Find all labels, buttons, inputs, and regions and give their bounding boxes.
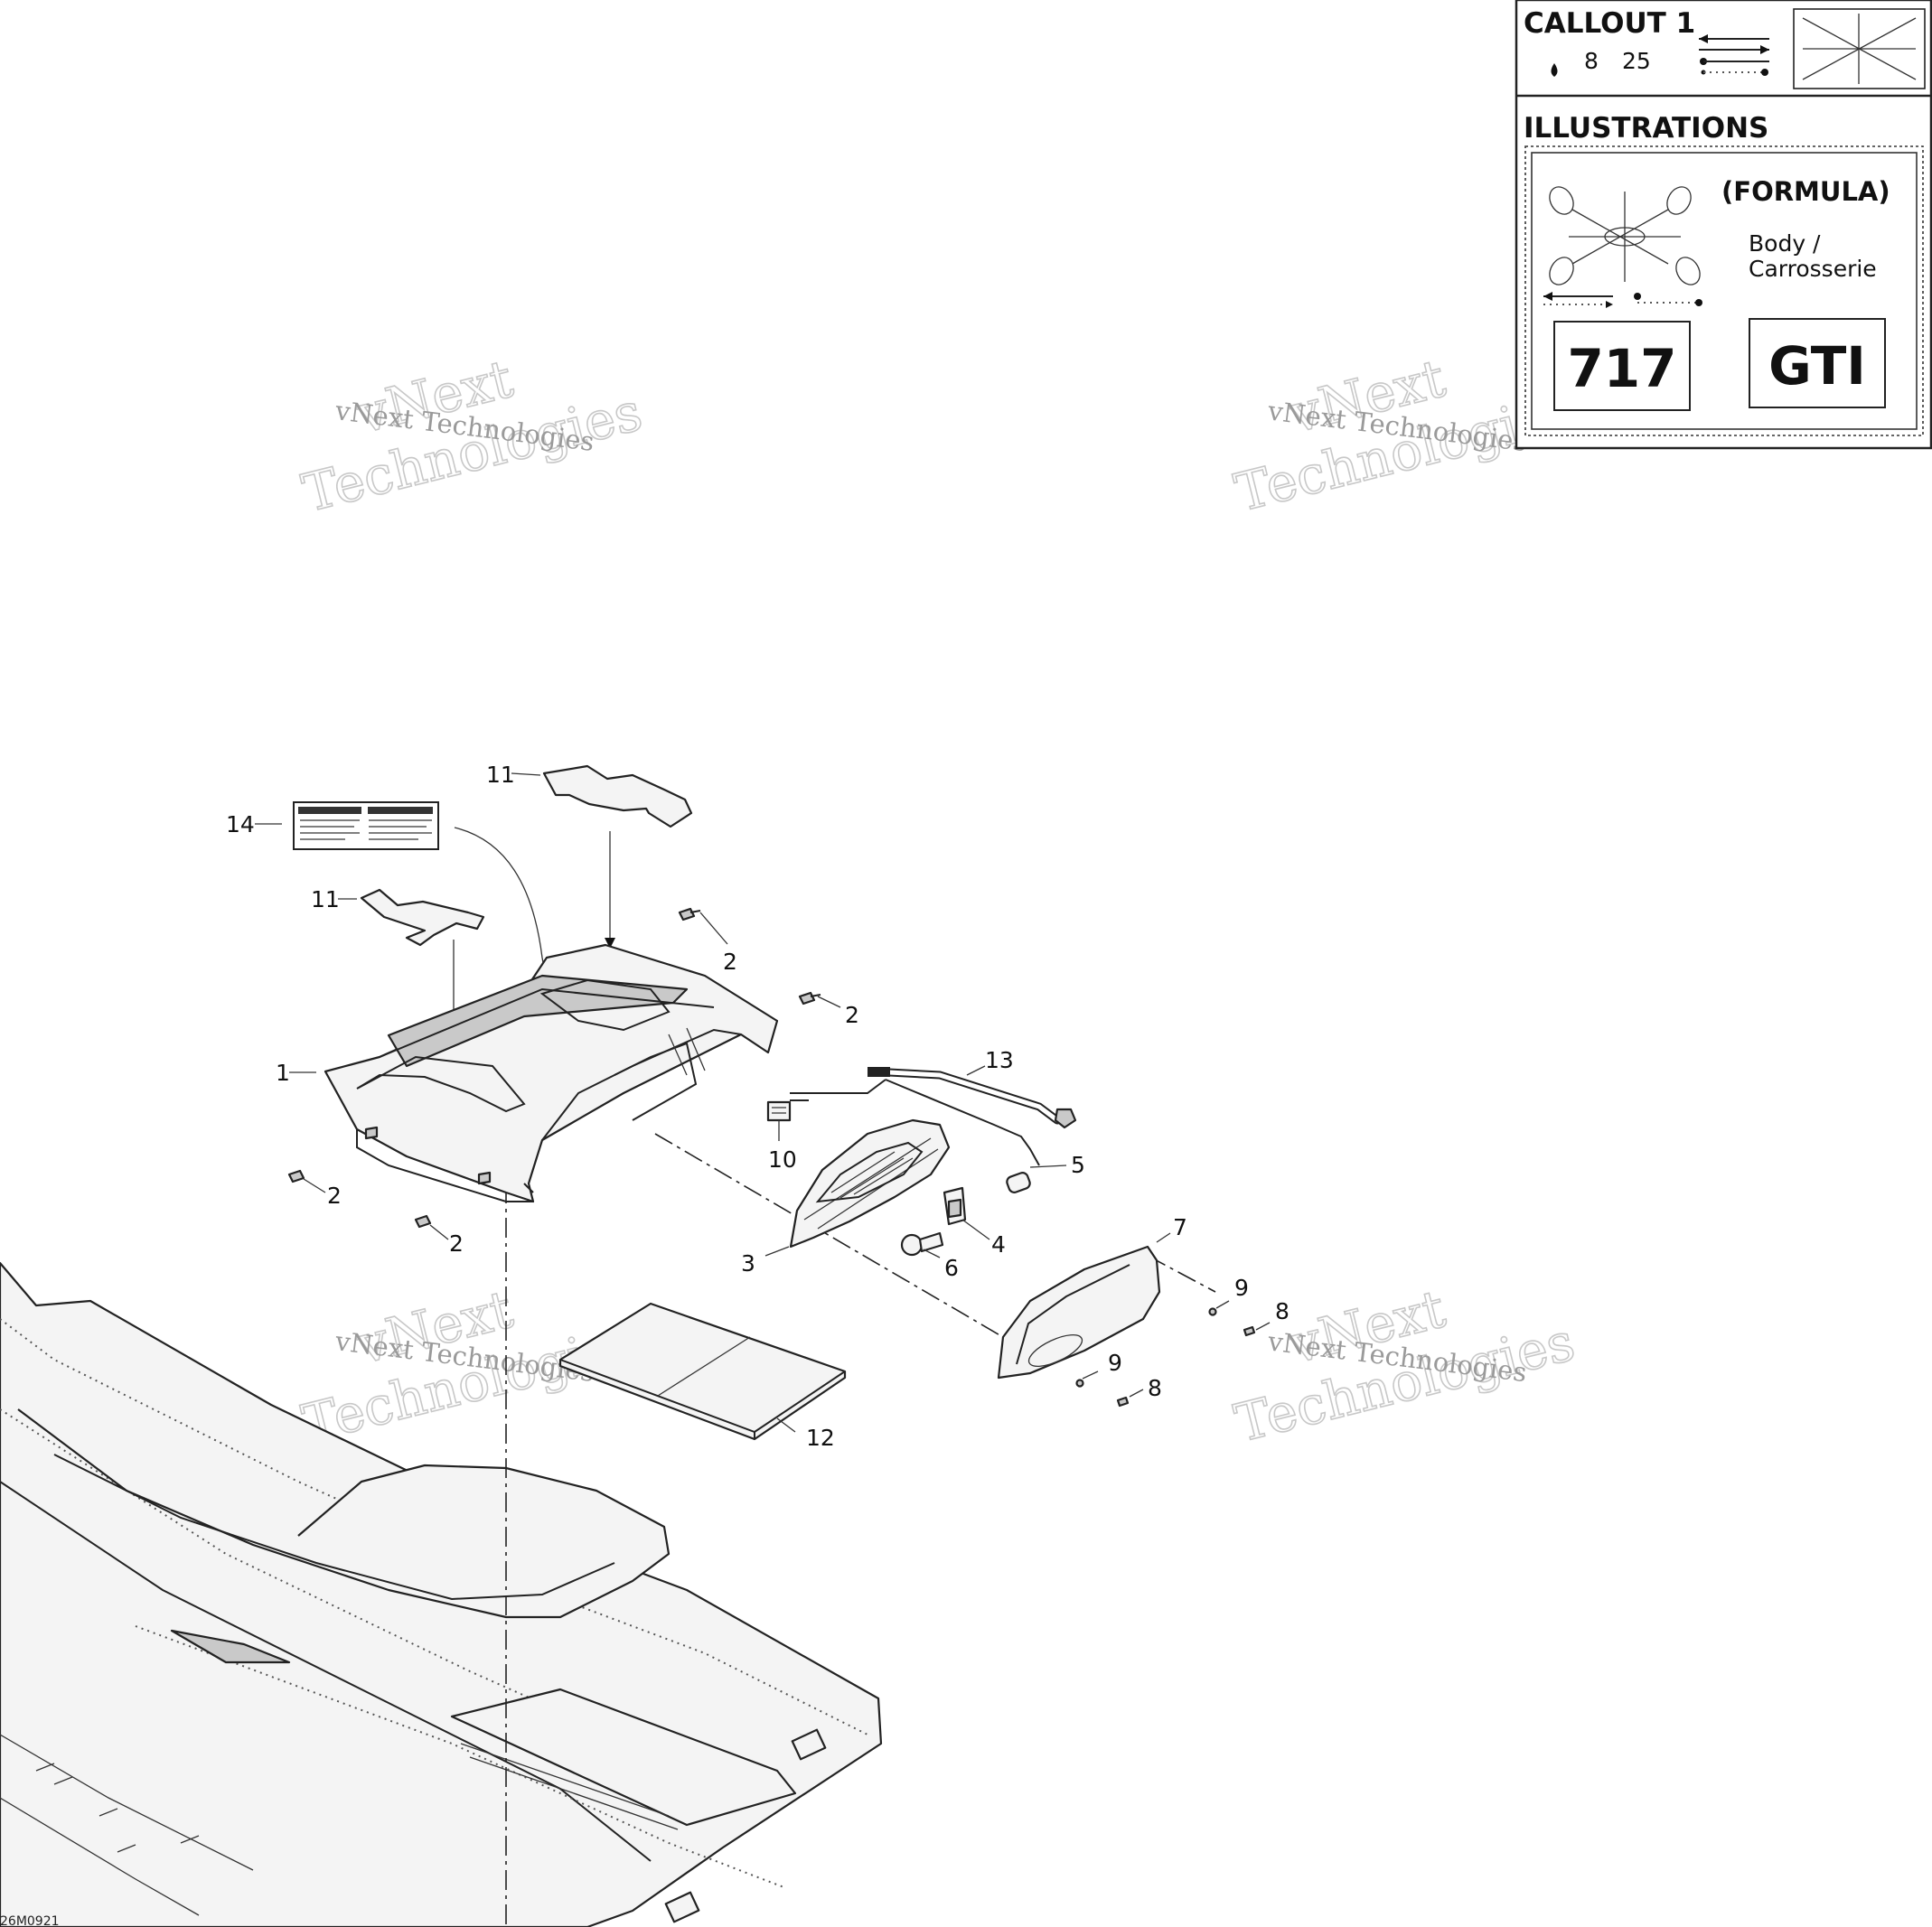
part-2-screw-d	[414, 1214, 432, 1229]
callout-14: 14	[226, 811, 255, 837]
callout-value-1: 8	[1584, 48, 1599, 74]
illustrations-title: ILLUSTRATIONS	[1524, 112, 1768, 145]
callout-9-b: 9	[1108, 1350, 1122, 1376]
star-pattern-icon	[1793, 8, 1926, 89]
part-9-washer-b	[1075, 1379, 1084, 1388]
part-13-wire-harness	[809, 1067, 1077, 1166]
part-11-pad-top	[542, 764, 693, 828]
part-9-washer-a	[1208, 1307, 1217, 1316]
part-1-rear-body	[324, 943, 779, 1203]
callout-10: 10	[768, 1146, 797, 1173]
section-line2: Carrosserie	[1749, 256, 1877, 282]
callout-2-c: 2	[327, 1183, 342, 1209]
part-6-bulb	[900, 1231, 944, 1257]
part-callouts: 11 14 11 1 2 2 2 2 13 10 5 4 6 3 7 9 8 9…	[226, 762, 1290, 1451]
part-2-screw-c	[287, 1169, 305, 1183]
part-4-socket	[943, 1186, 967, 1226]
part-10-connector	[766, 1092, 809, 1122]
callout-8-a: 8	[1275, 1298, 1290, 1324]
part-2-screw-b	[798, 991, 821, 1006]
part-7-lens	[997, 1245, 1161, 1380]
callout-2-a: 2	[723, 949, 737, 975]
callout-9-a: 9	[1234, 1275, 1249, 1301]
sequence-pattern-icon	[1549, 186, 1701, 285]
legend-box: CALLOUT 1 8 25 ILLUSTRATIONS	[1515, 0, 1932, 450]
callout-12: 12	[806, 1425, 835, 1451]
part-12-board	[558, 1302, 847, 1441]
engine-code: 717	[1567, 338, 1676, 399]
part-8-screw-a	[1243, 1325, 1256, 1337]
torque-arrows-icon	[1699, 34, 1769, 76]
direction-arrows-icon	[1543, 292, 1702, 308]
model-code: GTI	[1768, 335, 1866, 397]
oil-drop-icon	[1551, 63, 1558, 77]
part-14-warning-decal	[293, 801, 439, 850]
part-2-screw-a	[678, 907, 701, 921]
part-3-lamp-housing	[789, 1118, 951, 1249]
callout-11-left: 11	[311, 886, 340, 912]
callout-8-b: 8	[1148, 1375, 1162, 1401]
callout-title: CALLOUT 1	[1524, 7, 1695, 40]
part-11-pad-left	[360, 888, 485, 947]
callout-13: 13	[985, 1047, 1014, 1073]
callout-11-top: 11	[486, 762, 515, 788]
callout-2-b: 2	[845, 1002, 859, 1028]
drawing-number: 26M0921	[0, 1914, 60, 1927]
leader-lines	[255, 772, 1271, 1433]
callout-7: 7	[1173, 1214, 1187, 1240]
section-line1: Body /	[1749, 230, 1821, 257]
part-5-resistor	[1006, 1172, 1031, 1193]
callout-4: 4	[991, 1231, 1006, 1258]
callout-value-2: 25	[1622, 48, 1651, 74]
callout-5: 5	[1071, 1152, 1085, 1178]
model-family: (FORMULA)	[1721, 176, 1890, 207]
part-8-screw-b	[1116, 1396, 1130, 1408]
callout-1: 1	[276, 1060, 290, 1086]
callout-2-d: 2	[449, 1230, 464, 1257]
callout-3: 3	[741, 1250, 755, 1277]
callout-6: 6	[944, 1255, 959, 1281]
